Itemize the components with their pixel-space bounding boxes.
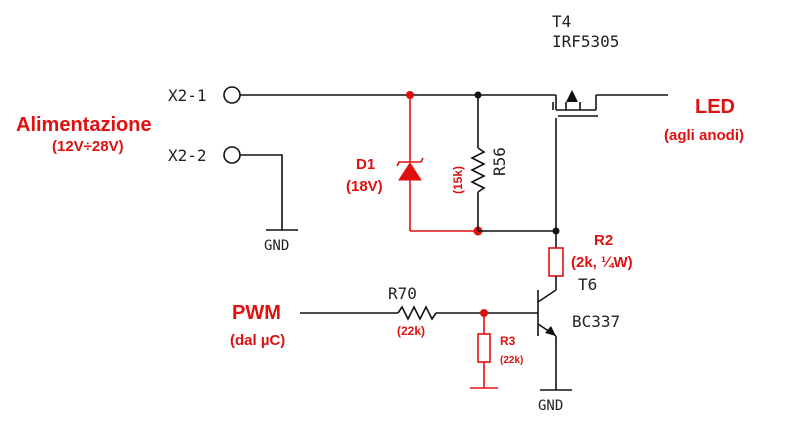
label-r56-ref: R56 xyxy=(490,147,509,176)
label-r3-ref: R3 xyxy=(500,334,516,348)
resistor-r2 xyxy=(548,231,564,290)
label-r70-value: (22k) xyxy=(397,324,425,338)
label-t4-part: IRF5305 xyxy=(552,32,619,51)
x2-2-ground-wire xyxy=(240,154,283,230)
label-t4-ref: T4 xyxy=(552,12,571,31)
zener-diode-d1 xyxy=(396,95,478,232)
label-x2-2: X2-2 xyxy=(168,146,207,165)
resistor-r3 xyxy=(470,313,498,389)
label-r56-value: (15k) xyxy=(451,166,465,194)
label-gnd-left: GND xyxy=(264,238,289,254)
connector-x2-1 xyxy=(223,86,241,104)
pwm-note: (dal µC) xyxy=(230,332,285,349)
label-x2-1: X2-1 xyxy=(168,86,207,105)
label-r70-ref: R70 xyxy=(388,284,417,303)
label-r3-value: (22k) xyxy=(500,355,523,366)
label-gnd-right: GND xyxy=(538,398,563,414)
label-r2-ref: R2 xyxy=(594,232,613,249)
power-title: Alimentazione xyxy=(16,114,152,136)
resistor-r56 xyxy=(470,95,486,231)
terminal-x2-2 xyxy=(223,146,241,164)
resistor-r70 xyxy=(397,305,538,321)
led-title: LED xyxy=(695,96,735,118)
label-d1-value: (18V) xyxy=(346,178,383,195)
power-range: (12V÷28V) xyxy=(52,138,124,155)
label-r2-value: (2k, ¼W) xyxy=(571,254,633,271)
label-t6-ref: T6 xyxy=(578,275,597,294)
label-t6-part: BC337 xyxy=(572,312,620,331)
label-d1-ref: D1 xyxy=(356,156,375,173)
transistor-t6 xyxy=(537,289,557,390)
pwm-title: PWM xyxy=(232,302,281,324)
mosfet-t4 xyxy=(552,90,668,231)
led-note: (agli anodi) xyxy=(664,127,744,144)
terminal-x2-1 xyxy=(223,86,241,104)
